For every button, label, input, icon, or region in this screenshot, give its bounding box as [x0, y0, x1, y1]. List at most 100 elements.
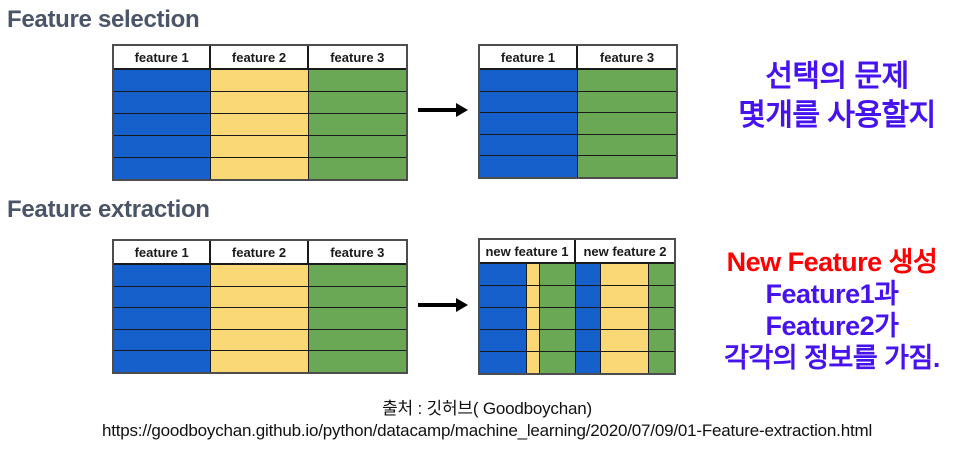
- table-row: [480, 70, 676, 92]
- table-row: [114, 136, 406, 158]
- table-row: [114, 158, 406, 179]
- annotation-line: 몇개를 사용할지: [738, 99, 936, 132]
- data-cell: [649, 330, 674, 351]
- data-cell: [114, 308, 212, 329]
- table-row: [480, 134, 676, 157]
- table-body: [114, 70, 406, 179]
- data-cell: [308, 114, 406, 135]
- data-cell: [578, 156, 676, 177]
- data-cell: [308, 158, 406, 179]
- data-cell: [539, 286, 576, 307]
- column-header: feature 3: [578, 46, 676, 68]
- data-cell: [539, 308, 576, 329]
- table-row: [114, 351, 406, 372]
- data-cell: [308, 329, 406, 351]
- annotation-line: 선택의 문제: [765, 60, 909, 93]
- data-cell: [308, 265, 406, 286]
- table-body: [480, 264, 674, 373]
- arrow-head: [456, 298, 468, 312]
- annotation-line: 각각의 정보를 가짐.: [724, 343, 940, 373]
- column-header: feature 3: [308, 46, 406, 68]
- column-header: feature 1: [480, 46, 578, 68]
- data-cell: [576, 308, 602, 329]
- data-cell: [526, 308, 540, 329]
- table-row: [480, 352, 674, 373]
- data-cell: [308, 136, 406, 157]
- data-cell: [211, 158, 309, 179]
- data-cell: [601, 308, 650, 329]
- table-row: [480, 91, 676, 114]
- data-cell: [211, 265, 309, 286]
- data-cell: [649, 352, 674, 373]
- data-cell: [308, 70, 406, 91]
- source-text: 출처 : 깃허브( Goodboychan): [382, 399, 592, 418]
- table-row: [480, 330, 674, 352]
- table-row: [114, 329, 406, 352]
- right-arrow-icon: [418, 103, 468, 117]
- data-cell: [114, 265, 212, 286]
- data-cell: [649, 308, 674, 329]
- source-citation: 출처 : 깃허브( Goodboychan) https://goodboych…: [0, 398, 974, 442]
- data-cell: [308, 351, 406, 372]
- data-cell: [480, 113, 578, 134]
- column-header: feature 1: [114, 46, 212, 68]
- data-cell: [114, 158, 212, 179]
- data-cell: [576, 286, 602, 307]
- table-body: [114, 265, 406, 372]
- table-row: [114, 92, 406, 114]
- data-cell: [539, 264, 576, 285]
- data-cell: [114, 70, 212, 91]
- data-cell: [114, 114, 212, 135]
- data-cell: [601, 264, 650, 285]
- table-body: [480, 70, 676, 177]
- data-cell: [526, 286, 540, 307]
- source-url: https://goodboychan.github.io/python/dat…: [101, 421, 873, 440]
- data-cell: [211, 114, 309, 135]
- table-row: [114, 265, 406, 287]
- column-header: feature 1: [114, 241, 212, 263]
- data-cell: [308, 308, 406, 329]
- data-cell: [480, 70, 578, 91]
- data-cell: [601, 330, 650, 351]
- feature-selection-heading: Feature selection: [7, 6, 200, 33]
- data-cell: [539, 330, 576, 351]
- data-cell: [211, 136, 309, 157]
- data-cell: [114, 286, 212, 308]
- table-row: [114, 286, 406, 309]
- annotation-line: Feature2가: [765, 311, 899, 341]
- feature-extraction-heading: Feature extraction: [7, 196, 210, 223]
- data-cell: [539, 352, 576, 373]
- data-cell: [211, 308, 309, 329]
- table-row: [114, 70, 406, 92]
- data-cell: [211, 92, 309, 113]
- data-cell: [576, 352, 602, 373]
- column-header: feature 2: [211, 46, 309, 68]
- data-cell: [480, 352, 527, 373]
- data-cell: [526, 330, 540, 351]
- column-header: new feature 1: [480, 240, 577, 262]
- data-cell: [526, 264, 540, 285]
- data-cell: [114, 351, 212, 372]
- data-cell: [480, 91, 578, 113]
- arrow-shaft: [418, 108, 457, 112]
- data-cell: [649, 286, 674, 307]
- data-cell: [211, 286, 309, 308]
- data-cell: [526, 352, 540, 373]
- right-arrow-icon: [418, 298, 468, 312]
- data-cell: [649, 264, 674, 285]
- column-header: feature 2: [211, 241, 309, 263]
- data-cell: [480, 264, 527, 285]
- data-cell: [578, 134, 676, 156]
- data-cell: [211, 329, 309, 351]
- table-row: [480, 113, 676, 135]
- data-cell: [480, 286, 527, 307]
